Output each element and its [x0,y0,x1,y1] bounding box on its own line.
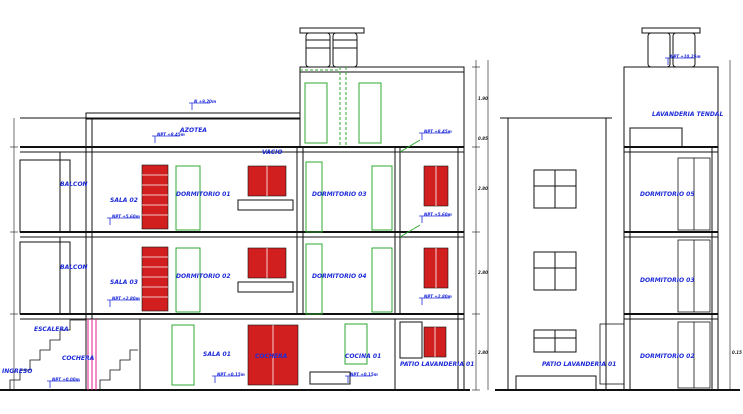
dim-5: 2.80 [478,350,488,355]
stair [87,319,97,390]
label-cocina-1: COCINA 01 [345,353,381,360]
section-building [0,27,470,391]
label-sala-2: SALA 02 [110,197,138,204]
label-lavanderia-tendal: LAVANDERIA TENDAL [652,111,723,118]
label-escalera: ESCALERA [34,326,69,333]
label-cochera-2: COCHERA [255,353,288,360]
label-balcon-1: BALCON [60,264,88,271]
level-calle: NPT ±0.00m [52,377,80,382]
label-dormitorio-1: DORMITORIO 01 [176,191,231,198]
label-sala-3: SALA 03 [110,279,138,286]
front-elevation [495,117,612,391]
level-azotea: NPT +8.45m [157,132,185,137]
label-dormitorio-side-2: DORMITORIO 03 [640,277,695,284]
label-balcon-2: BALCON [60,181,88,188]
level-piso2: NPT +2.80m [112,296,140,301]
level-piso2-side: NPT +2.80m [424,294,452,299]
label-dormitorio-side-3: DORMITORIO 02 [640,353,695,360]
label-dormitorio-4: DORMITORIO 04 [312,273,367,280]
level-tanque: NPT +10.25m [670,54,701,59]
dim-3: 2.80 [478,186,488,191]
dimension-lines [10,60,489,391]
stair-steps [9,319,138,390]
water-tanks [299,27,365,68]
window-slats [142,166,437,385]
label-sala-1: SALA 01 [203,351,231,358]
dim-6: 0.15 [732,350,742,355]
side-section [612,27,740,391]
label-patio-lavanderia: PATIO LAVANDERIA 01 [400,361,474,368]
label-azotea: AZOTEA [179,127,207,134]
level-piso1-side: NPT +0.15m [350,372,378,377]
penthouse [299,66,465,148]
dim-1: 1.90 [478,96,488,101]
dim-4: 2.80 [478,270,488,275]
label-dormitorio-2: DORMITORIO 02 [176,273,231,280]
label-dormitorio-3: DORMITORIO 03 [312,191,367,198]
label-dormitorio-side-1: DORMITORIO 05 [640,191,695,198]
level-piso1: NPT +0.15m [217,372,245,377]
label-vacio: VACIO [262,149,282,156]
level-techo: N +9.20m [194,99,216,104]
side-doors [599,157,711,389]
level-piso3-side: NPT +5.60m [424,212,452,217]
level-azotea-side: NPT +8.45m [424,129,452,134]
label-ingreso: INGRESO [2,368,32,375]
doors-green [171,67,421,386]
level-piso3: NPT +5.60m [112,214,140,219]
label-patio-lavanderia-front: PATIO LAVANDERIA 01 [542,361,616,368]
dim-2: 0.85 [478,136,488,141]
label-cochera: COCHERA [62,355,95,362]
